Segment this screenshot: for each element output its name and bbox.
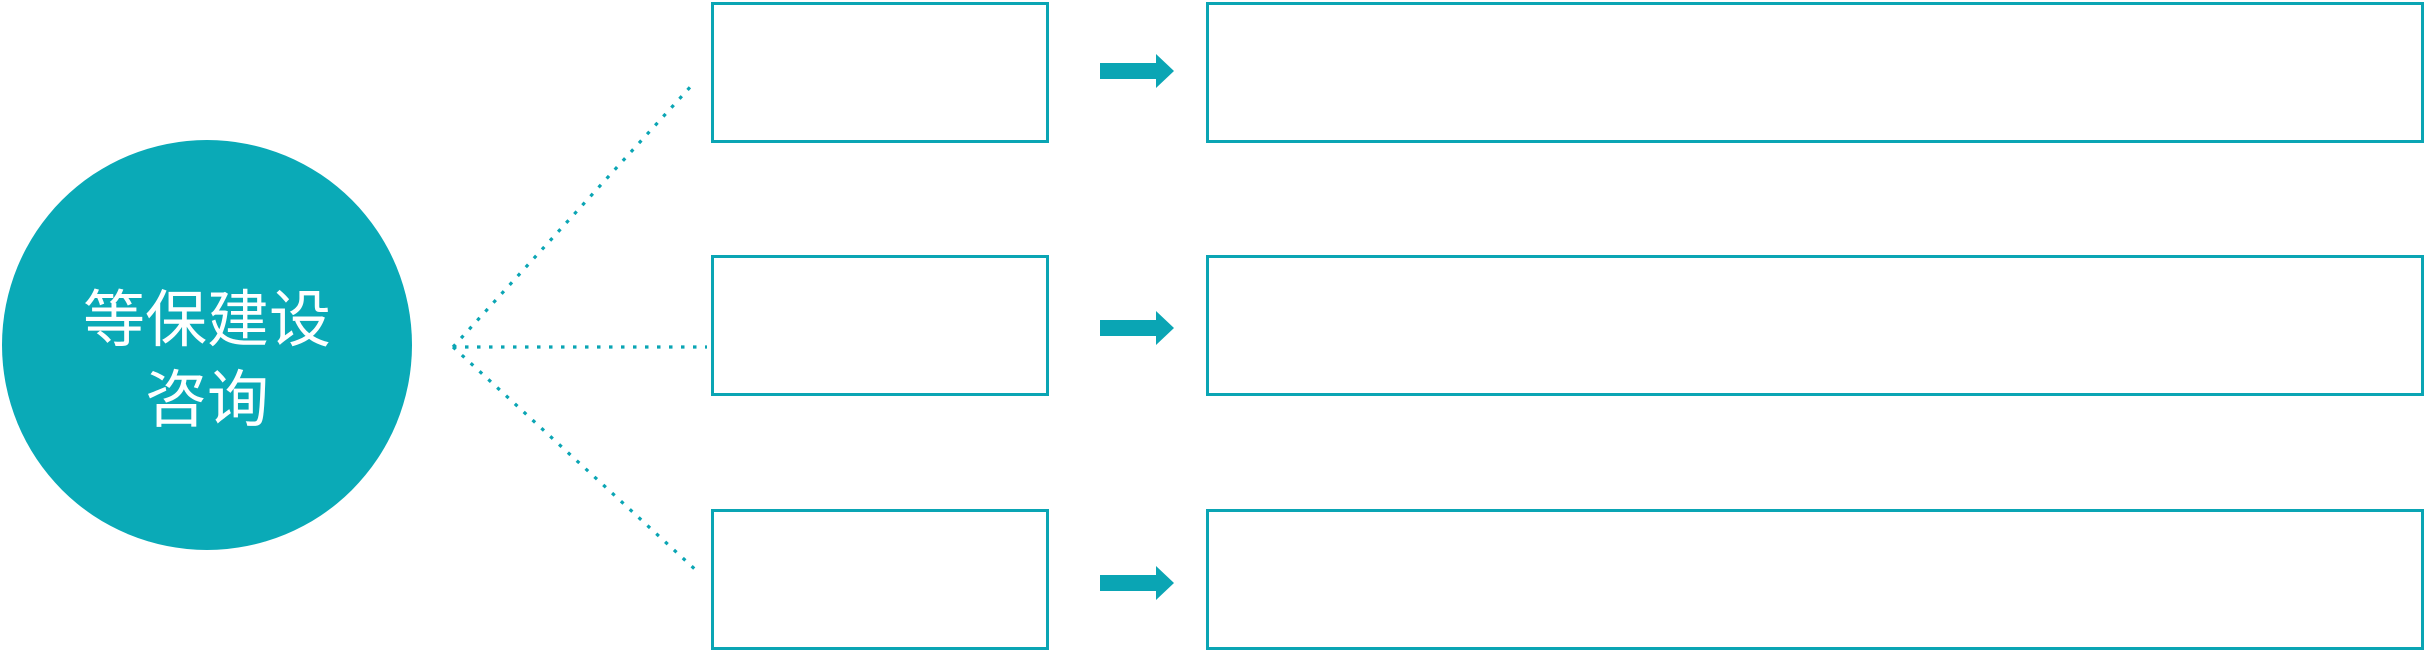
detail-box-1 [1206,2,2424,143]
detail-box-3 [1206,509,2424,650]
hub-label: 等保建设 咨询 [83,281,331,441]
right-arrow-icon [1100,311,1174,345]
hub-label-line1: 等保建设 [82,286,331,355]
hub-circle: 等保建设 咨询 [2,140,412,550]
topic-box-2 [711,255,1049,396]
right-arrow-icon [1100,54,1174,88]
topic-box-3 [711,509,1049,650]
dotted-connector-top-icon [451,83,694,349]
detail-box-2 [1206,255,2424,396]
hub-label-line2: 咨询 [144,366,269,435]
dotted-connector-bottom-icon [451,345,700,574]
right-arrow-icon [1100,566,1174,600]
topic-box-1 [711,2,1049,143]
